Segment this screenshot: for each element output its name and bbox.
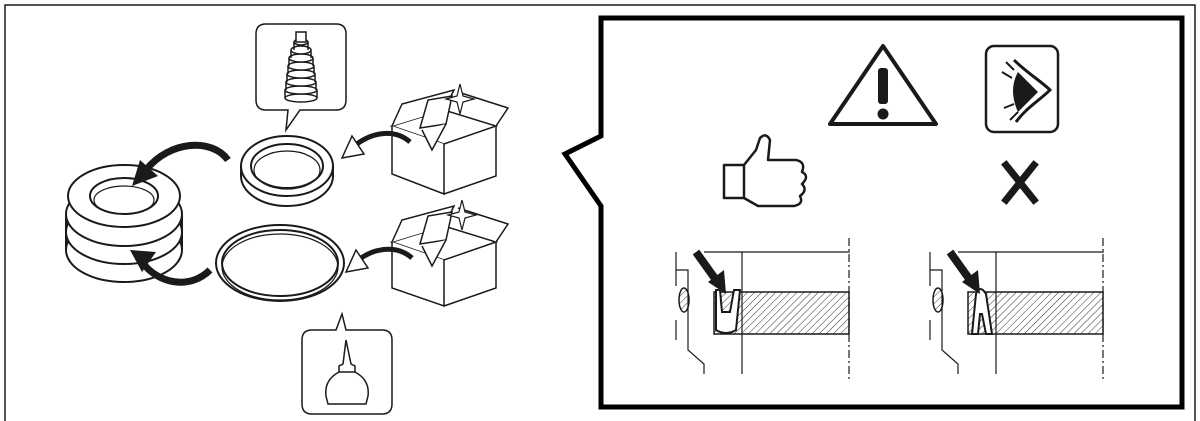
incorrect-seal-section — [929, 238, 1104, 380]
sparkle-icon — [443, 83, 477, 115]
arrow-seal-to-housing — [143, 141, 231, 173]
new-parts-box-bottom — [389, 204, 510, 308]
arrow-incorrect-lip — [946, 249, 974, 283]
seal-ring — [240, 135, 334, 207]
o-ring — [215, 224, 345, 302]
arrow-from-box-bottom-head — [344, 248, 370, 273]
warning-triangle-icon — [828, 44, 938, 126]
correct-seal-section — [675, 238, 850, 380]
arrow-oring-to-housing — [139, 259, 213, 286]
arrow-from-box-top-head — [340, 134, 366, 159]
thumbs-up-icon — [722, 134, 808, 208]
cross-mark-icon — [1001, 160, 1039, 205]
sparkle-icon — [445, 199, 479, 231]
grease-jar-icon — [284, 31, 318, 103]
page-border — [4, 4, 1196, 421]
eye-inspection-icon — [984, 44, 1060, 134]
main-bearing-housing — [65, 164, 183, 283]
oil-bottle-icon — [325, 339, 369, 405]
arrow-seal-head — [132, 160, 158, 186]
arrow-oring-head — [130, 250, 156, 272]
arrow-correct-lip — [692, 249, 720, 283]
